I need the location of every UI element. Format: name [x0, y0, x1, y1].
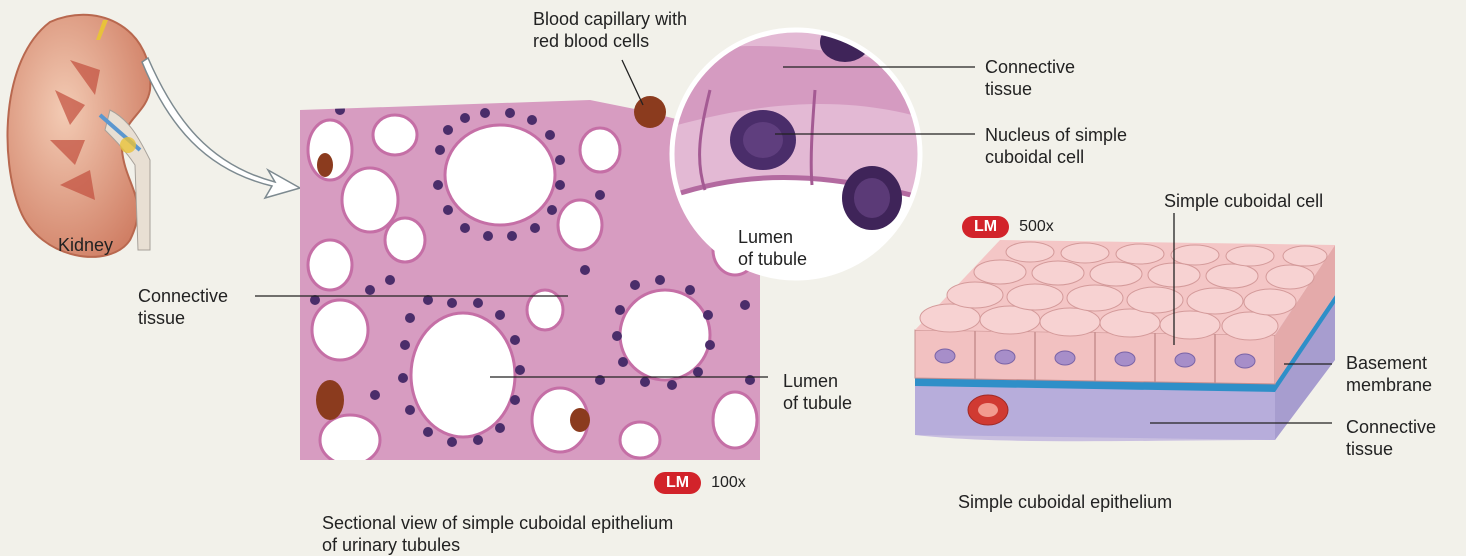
kidney-label: Kidney — [58, 234, 113, 256]
micrograph-caption: Sectional view of simple cuboidal epithe… — [322, 512, 673, 556]
simple-cuboidal-cell-label: Simple cuboidal cell — [1164, 190, 1323, 212]
basement-membrane-label: Basement membrane — [1346, 352, 1432, 396]
lm-tag: LM — [654, 472, 701, 494]
kidney-illustration — [8, 15, 151, 257]
magnification-value: 100x — [711, 474, 746, 492]
capillary-rbc — [634, 96, 666, 128]
lumen-micrograph-label: Lumen of tubule — [783, 370, 852, 414]
connective-tissue-right-label: Connective tissue — [1346, 416, 1436, 460]
micrograph-magnification-badge: LM 100x — [654, 472, 746, 494]
callout-arrow — [142, 58, 300, 198]
connective-tissue-top-label: Connective tissue — [985, 56, 1075, 100]
diagram-caption: Simple cuboidal epithelium — [958, 491, 1172, 513]
cuboidal-epithelium-diagram — [915, 240, 1335, 441]
blood-capillary-label: Blood capillary with red blood cells — [533, 8, 687, 52]
connective-tissue-left-label: Connective tissue — [138, 285, 228, 329]
inset-magnification-badge: LM 500x — [962, 216, 1054, 238]
magnification-value: 500x — [1019, 218, 1054, 236]
nucleus-label: Nucleus of simple cuboidal cell — [985, 124, 1127, 168]
lm-tag: LM — [962, 216, 1009, 238]
lumen-inset-label: Lumen of tubule — [738, 226, 807, 270]
